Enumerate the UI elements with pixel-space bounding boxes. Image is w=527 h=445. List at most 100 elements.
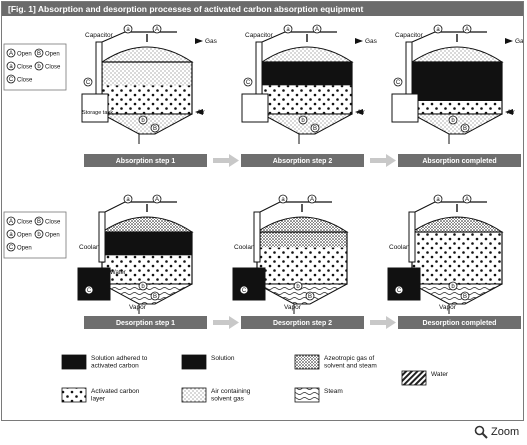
- condenser-pipe: [104, 201, 126, 213]
- valve-label: b: [451, 284, 455, 290]
- step-arrow: [213, 316, 239, 329]
- valve-label: B: [37, 219, 41, 225]
- valve-label: b: [296, 284, 300, 290]
- step-arrow: [213, 154, 239, 167]
- separator-tank: [77, 267, 111, 301]
- valve-label: B: [153, 294, 157, 300]
- valve-label: b: [37, 232, 41, 238]
- vessel-dome: [410, 46, 504, 63]
- valve-marker: [462, 24, 472, 34]
- valve-marker: [6, 229, 16, 239]
- material-swatch: [181, 387, 207, 403]
- valve-marker: [34, 216, 44, 226]
- valve-marker: [138, 281, 148, 291]
- capacitor-pipe: [101, 31, 126, 43]
- valve-marker: [394, 285, 404, 295]
- valve-label: A: [155, 27, 159, 33]
- air-arrow: [505, 109, 513, 115]
- zoom-label: Zoom: [491, 426, 520, 438]
- valve-label: B: [308, 294, 312, 300]
- valve-label: C: [242, 288, 247, 294]
- valve-marker: [312, 24, 322, 34]
- vessel-dome: [260, 46, 354, 63]
- coolant-label: Coolant: [79, 244, 102, 251]
- valve-label: b: [301, 118, 305, 124]
- valve-marker: [34, 229, 44, 239]
- zoom-button[interactable]: Zoom: [474, 423, 519, 441]
- vapor-label: Vapor: [439, 304, 457, 311]
- valve-state: Close: [45, 220, 61, 226]
- valve-marker: [138, 115, 148, 125]
- valve-label: b: [141, 284, 145, 290]
- valve-state: Open: [17, 246, 32, 252]
- capacitor-column: [95, 41, 103, 95]
- valve-label: A: [465, 27, 469, 33]
- valve-label: a: [286, 27, 290, 33]
- valve-label: C: [86, 80, 91, 86]
- valve-marker: [448, 115, 458, 125]
- valve-marker: [123, 194, 133, 204]
- step-bar: [84, 316, 207, 329]
- coolant-label: Coolant: [234, 244, 257, 251]
- figure-frame: [Fig. 1] Absorption and desorption proce…: [1, 1, 524, 421]
- valve-label: b: [141, 118, 145, 124]
- material-swatch: [61, 387, 87, 403]
- material-label: Air containing: [211, 388, 251, 395]
- valve-marker: [460, 291, 470, 301]
- vessel-cone: [256, 283, 348, 305]
- valve-marker: [6, 74, 16, 84]
- valve-marker: [34, 48, 44, 58]
- vessel-layer: [102, 62, 192, 86]
- step-arrow: [370, 316, 396, 329]
- material-swatch: [294, 354, 320, 370]
- step-bar: [398, 154, 521, 167]
- valve-label: a: [126, 197, 130, 203]
- valve-label: A: [315, 27, 319, 33]
- valve-marker: [152, 194, 162, 204]
- gas-label: Gas: [515, 38, 523, 45]
- vessel-layer: [102, 85, 192, 114]
- step-bar: [241, 316, 364, 329]
- gas-arrow: [355, 38, 363, 44]
- step-bar: [84, 154, 207, 167]
- valve-marker: [305, 291, 315, 301]
- valve-label: a: [436, 27, 440, 33]
- gas-label: Gas: [205, 38, 218, 45]
- vessel-cone: [261, 113, 353, 135]
- valve-marker: [83, 77, 93, 87]
- valve-state: Close: [45, 65, 61, 71]
- valve-state: Close: [17, 220, 33, 226]
- valve-marker: [84, 285, 94, 295]
- magnifier-icon: [474, 425, 488, 439]
- material-label: activated carbon: [91, 363, 139, 370]
- gas-arrow: [505, 38, 513, 44]
- water-label: Water: [110, 270, 126, 276]
- material-label: Solution: [211, 355, 235, 362]
- vessel-layer: [257, 232, 347, 248]
- condenser-column: [408, 211, 416, 263]
- valve-marker: [152, 24, 162, 34]
- valve-label: a: [126, 27, 130, 33]
- valve-label: A: [9, 219, 13, 225]
- step-arrow: [370, 154, 396, 167]
- capacitor-label: Capacitor: [245, 32, 274, 39]
- valve-label: B: [37, 51, 41, 57]
- vessel-cone: [101, 113, 193, 135]
- material-label: layer: [91, 396, 106, 403]
- capacitor-column: [405, 41, 413, 95]
- valve-label: A: [310, 197, 314, 203]
- valve-marker: [310, 123, 320, 133]
- condenser-pipe: [259, 201, 281, 213]
- vessel-dome: [100, 46, 194, 63]
- valve-marker: [150, 123, 160, 133]
- valve-label: B: [313, 126, 317, 132]
- valve-label: C: [87, 288, 92, 294]
- valve-marker: [243, 77, 253, 87]
- vessel-layer: [262, 62, 352, 86]
- valve-state: Open: [17, 52, 32, 58]
- condenser-pipe: [414, 201, 436, 213]
